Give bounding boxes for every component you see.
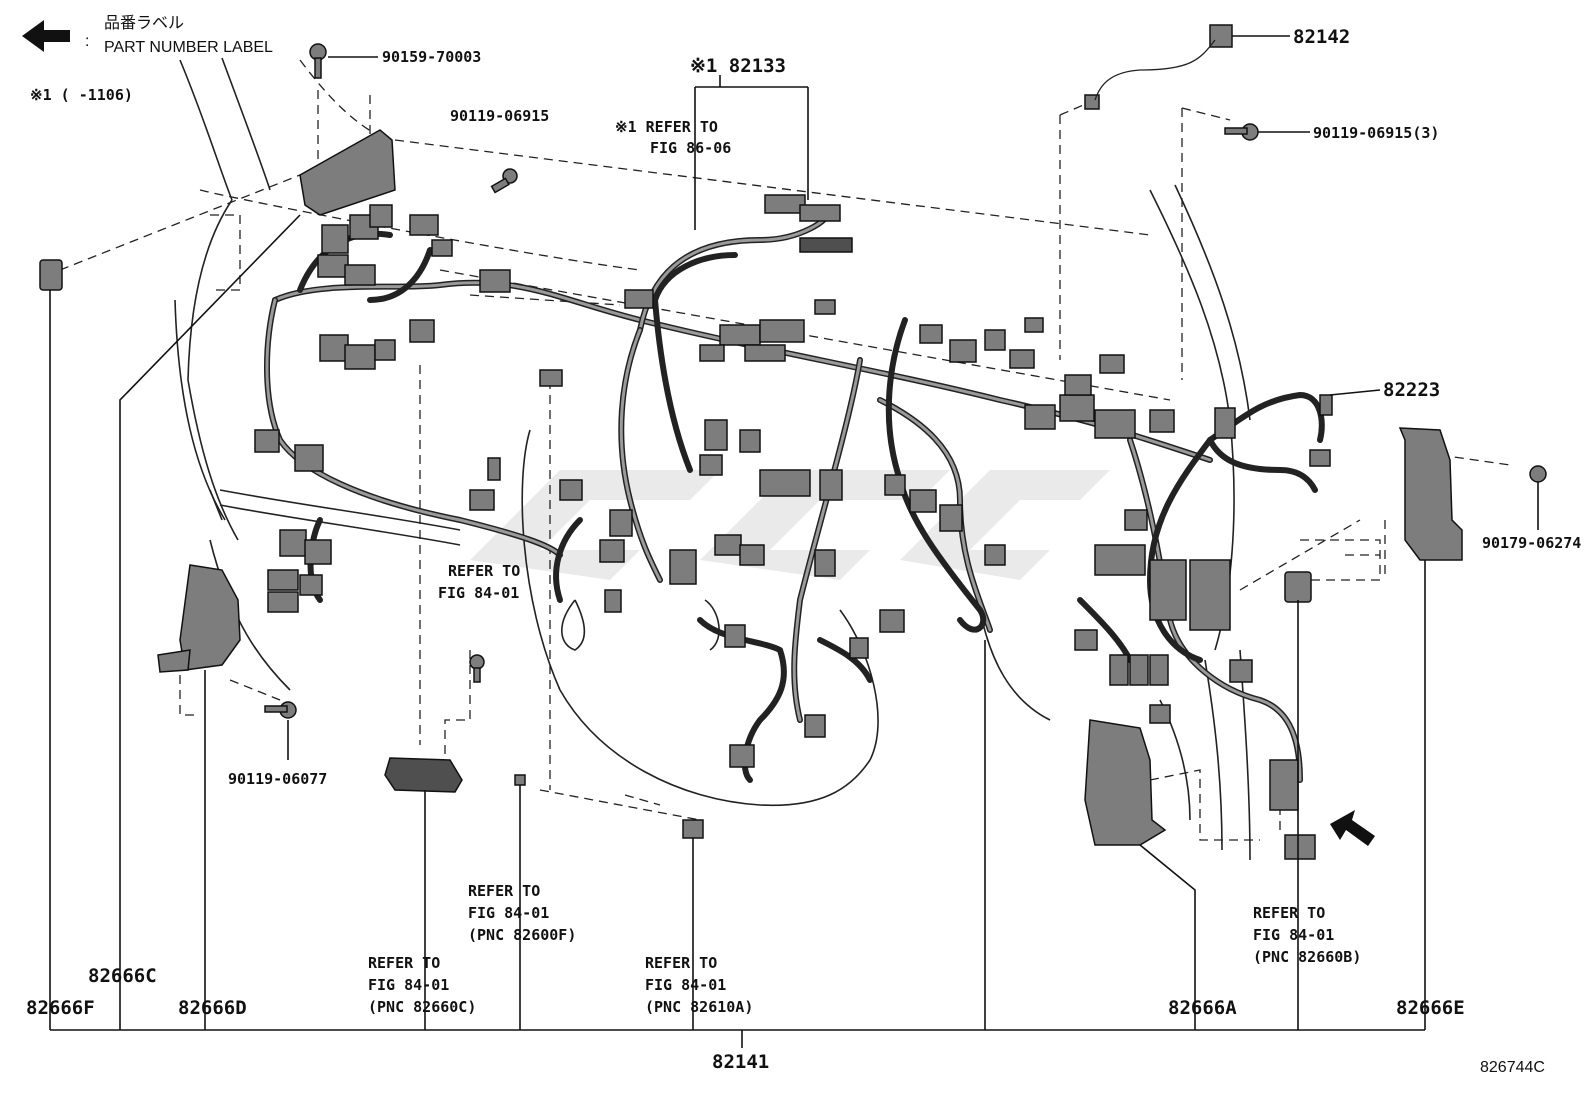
label-90119-06077: 90119-06077 xyxy=(228,770,327,788)
label-refer-fig86-a: ※1 REFER TO xyxy=(615,118,718,136)
part-number-label-en: PART NUMBER LABEL xyxy=(104,39,273,56)
label-90119-06915-3: 90119-06915(3) xyxy=(1313,124,1439,142)
label-82666f: 82666F xyxy=(26,997,95,1019)
label-82666c: 82666C xyxy=(88,965,157,987)
label-90119-06915-top: 90119-06915 xyxy=(450,107,549,125)
label-refer-82610a-a: REFER TO xyxy=(645,954,717,972)
connectors xyxy=(39,24,1463,860)
label-refer-82610a-b: FIG 84-01 xyxy=(645,976,726,994)
left-arrow-icon xyxy=(22,20,70,52)
fasteners xyxy=(264,43,1547,719)
header-note: ※1 ( -1106) xyxy=(30,86,133,104)
label-82133: ※1 82133 xyxy=(690,55,786,77)
label-90159-70003: 90159-70003 xyxy=(382,48,481,66)
header: : 品番ラベル PART NUMBER LABEL ※1 ( -1106) xyxy=(30,14,273,104)
label-refer-82660c-b: FIG 84-01 xyxy=(368,976,449,994)
label-82142: 82142 xyxy=(1293,26,1350,48)
label-82666e: 82666E xyxy=(1396,997,1465,1019)
label-refer-82660c-c: (PNC 82660C) xyxy=(368,998,476,1016)
label-82223: 82223 xyxy=(1383,379,1440,401)
dashed-reference-lines xyxy=(59,59,1511,841)
label-82141: 82141 xyxy=(712,1051,769,1073)
label-refer-82610a-c: (PNC 82610A) xyxy=(645,998,753,1016)
header-colon: : xyxy=(85,33,89,50)
label-82666d: 82666D xyxy=(178,997,247,1019)
part-number-label-jp: 品番ラベル xyxy=(104,14,184,32)
label-refer-82600f-a: REFER TO xyxy=(468,882,540,900)
label-refer-82660b-c: (PNC 82660B) xyxy=(1253,948,1361,966)
label-refer-82660b-a: REFER TO xyxy=(1253,904,1325,922)
label-refer-8401-mid-b: FIG 84-01 xyxy=(438,584,519,602)
figure-id: 826744C xyxy=(1480,1059,1545,1076)
label-refer-fig86-b: FIG 86-06 xyxy=(650,139,731,157)
diagonal-arrow-icon xyxy=(1330,810,1375,846)
label-refer-82600f-c: (PNC 82600F) xyxy=(468,926,576,944)
label-82666a: 82666A xyxy=(1168,997,1237,1019)
label-refer-82660c-a: REFER TO xyxy=(368,954,440,972)
callout-labels: 90159-70003 90119-06915 ※1 82133 ※1 REFE… xyxy=(26,26,1581,1076)
label-refer-8401-mid-a: REFER TO xyxy=(448,562,520,580)
label-refer-82600f-b: FIG 84-01 xyxy=(468,904,549,922)
label-refer-82660b-b: FIG 84-01 xyxy=(1253,926,1334,944)
leader-lines xyxy=(49,35,1539,1048)
label-90179-06274: 90179-06274 xyxy=(1482,534,1581,552)
